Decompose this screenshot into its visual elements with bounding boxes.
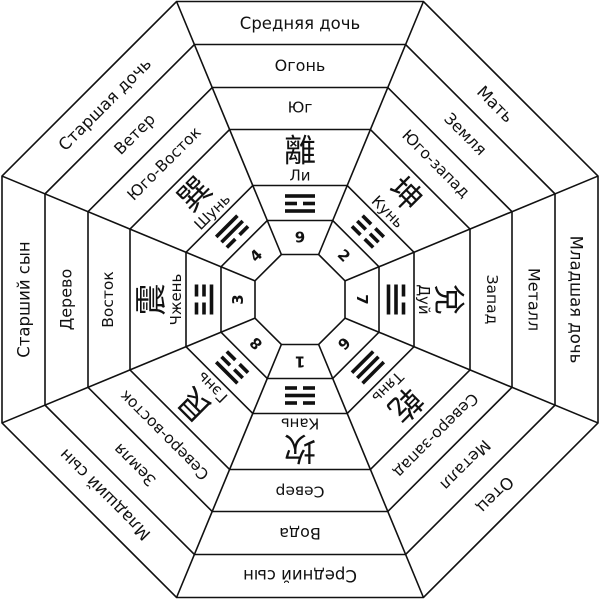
trigram-line-solid	[350, 350, 375, 374]
trigram-line-solid	[285, 194, 315, 198]
trigram-line-broken	[303, 401, 315, 405]
trigram-line-broken	[225, 237, 237, 249]
trigram-symbol	[214, 350, 250, 385]
sector-divider-4	[317, 344, 425, 598]
trigram-name: Дуй	[415, 284, 433, 314]
trigram-line-broken	[374, 227, 386, 239]
trigram-name: Ли	[289, 167, 310, 185]
trigram-number: 4	[246, 246, 266, 266]
family-relation-label: Средний сын	[243, 566, 357, 585]
trigram-line-broken	[285, 201, 297, 206]
trigram-character: 震	[132, 283, 170, 315]
trigram-line-broken	[401, 284, 406, 297]
trigram-line-broken	[202, 302, 206, 315]
trigram-character: 坎	[284, 430, 316, 468]
trigram-number: 3	[229, 294, 247, 304]
trigram-line-broken	[238, 362, 250, 374]
trigram-number: 8	[246, 333, 266, 353]
trigram-line-broken	[350, 225, 362, 237]
sector-divider-1	[317, 1, 425, 255]
trigram-symbol	[214, 214, 250, 249]
trigram-line-broken	[285, 386, 297, 390]
trigram-name: Кань	[281, 415, 320, 433]
trigram-line-broken	[356, 219, 368, 231]
element-label: Земля	[440, 109, 490, 159]
trigram-symbol	[194, 284, 214, 315]
family-relation-label: Старший сын	[15, 241, 34, 357]
octagon-ring-1	[44, 43, 556, 556]
trigram-number: 9	[295, 229, 305, 247]
trigram-symbol	[350, 214, 386, 249]
direction-label: Восток	[99, 271, 117, 328]
trigram-line-broken	[361, 214, 373, 226]
trigram-line-broken	[202, 284, 206, 297]
trigram-line-broken	[285, 401, 297, 405]
trigram-line-broken	[220, 355, 232, 367]
element-label: Металл	[525, 268, 544, 331]
trigram-number: 1	[295, 353, 305, 371]
trigram-character: 兌	[430, 283, 468, 315]
trigram-line-broken	[368, 232, 380, 244]
direction-label: Запад	[483, 275, 501, 325]
trigram-line-solid	[386, 284, 391, 315]
trigram-character: 離	[284, 132, 316, 170]
direction-label: Юг	[288, 99, 313, 117]
trigram-line-broken	[303, 201, 315, 206]
direction-label: Север	[276, 483, 325, 501]
element-label: Металл	[436, 436, 494, 494]
trigram-line-solid	[209, 284, 214, 315]
sector-divider-5	[175, 344, 283, 598]
trigram-line-broken	[194, 284, 199, 297]
trigram-line-solid	[214, 360, 239, 385]
trigram-line-broken	[363, 237, 375, 249]
sector-divider-2	[344, 175, 599, 282]
sector-divider-6	[1, 317, 256, 424]
trigram-line-broken	[194, 302, 199, 315]
trigram-name: Чжень	[167, 274, 185, 326]
family-relation-label: Средняя дочь	[240, 14, 360, 33]
element-label: Огонь	[275, 56, 326, 75]
element-label: Дерево	[57, 269, 76, 331]
element-label: Вода	[279, 524, 321, 543]
trigram-line-solid	[285, 209, 315, 213]
trigram-line-solid	[285, 393, 315, 398]
element-label: Ветер	[110, 110, 159, 159]
trigram-number: 2	[334, 246, 354, 266]
trigram-number: 6	[334, 333, 354, 353]
trigram-line-broken	[232, 368, 244, 380]
sector-divider-3	[344, 317, 599, 424]
trigram-line-solid	[361, 360, 386, 385]
trigram-number: 7	[353, 294, 371, 304]
trigram-line-broken	[225, 350, 237, 362]
trigram-line-broken	[238, 225, 250, 237]
family-relation-label: Младшая дочь	[567, 236, 586, 364]
trigram-line-solid	[214, 214, 239, 239]
trigram-symbol	[350, 350, 386, 385]
sector-divider-7	[1, 175, 256, 282]
element-label: Земля	[109, 440, 159, 490]
trigram-line-solid	[220, 219, 244, 244]
trigram-line-broken	[303, 386, 315, 390]
trigram-symbol	[386, 284, 406, 315]
sector-divider-0	[175, 1, 283, 255]
trigram-symbol	[285, 194, 315, 213]
octagon-ring-6	[254, 253, 346, 346]
trigram-line-solid	[356, 355, 380, 380]
trigram-symbol	[285, 386, 315, 405]
trigram-line-broken	[401, 302, 406, 315]
trigram-line-solid	[394, 284, 398, 315]
